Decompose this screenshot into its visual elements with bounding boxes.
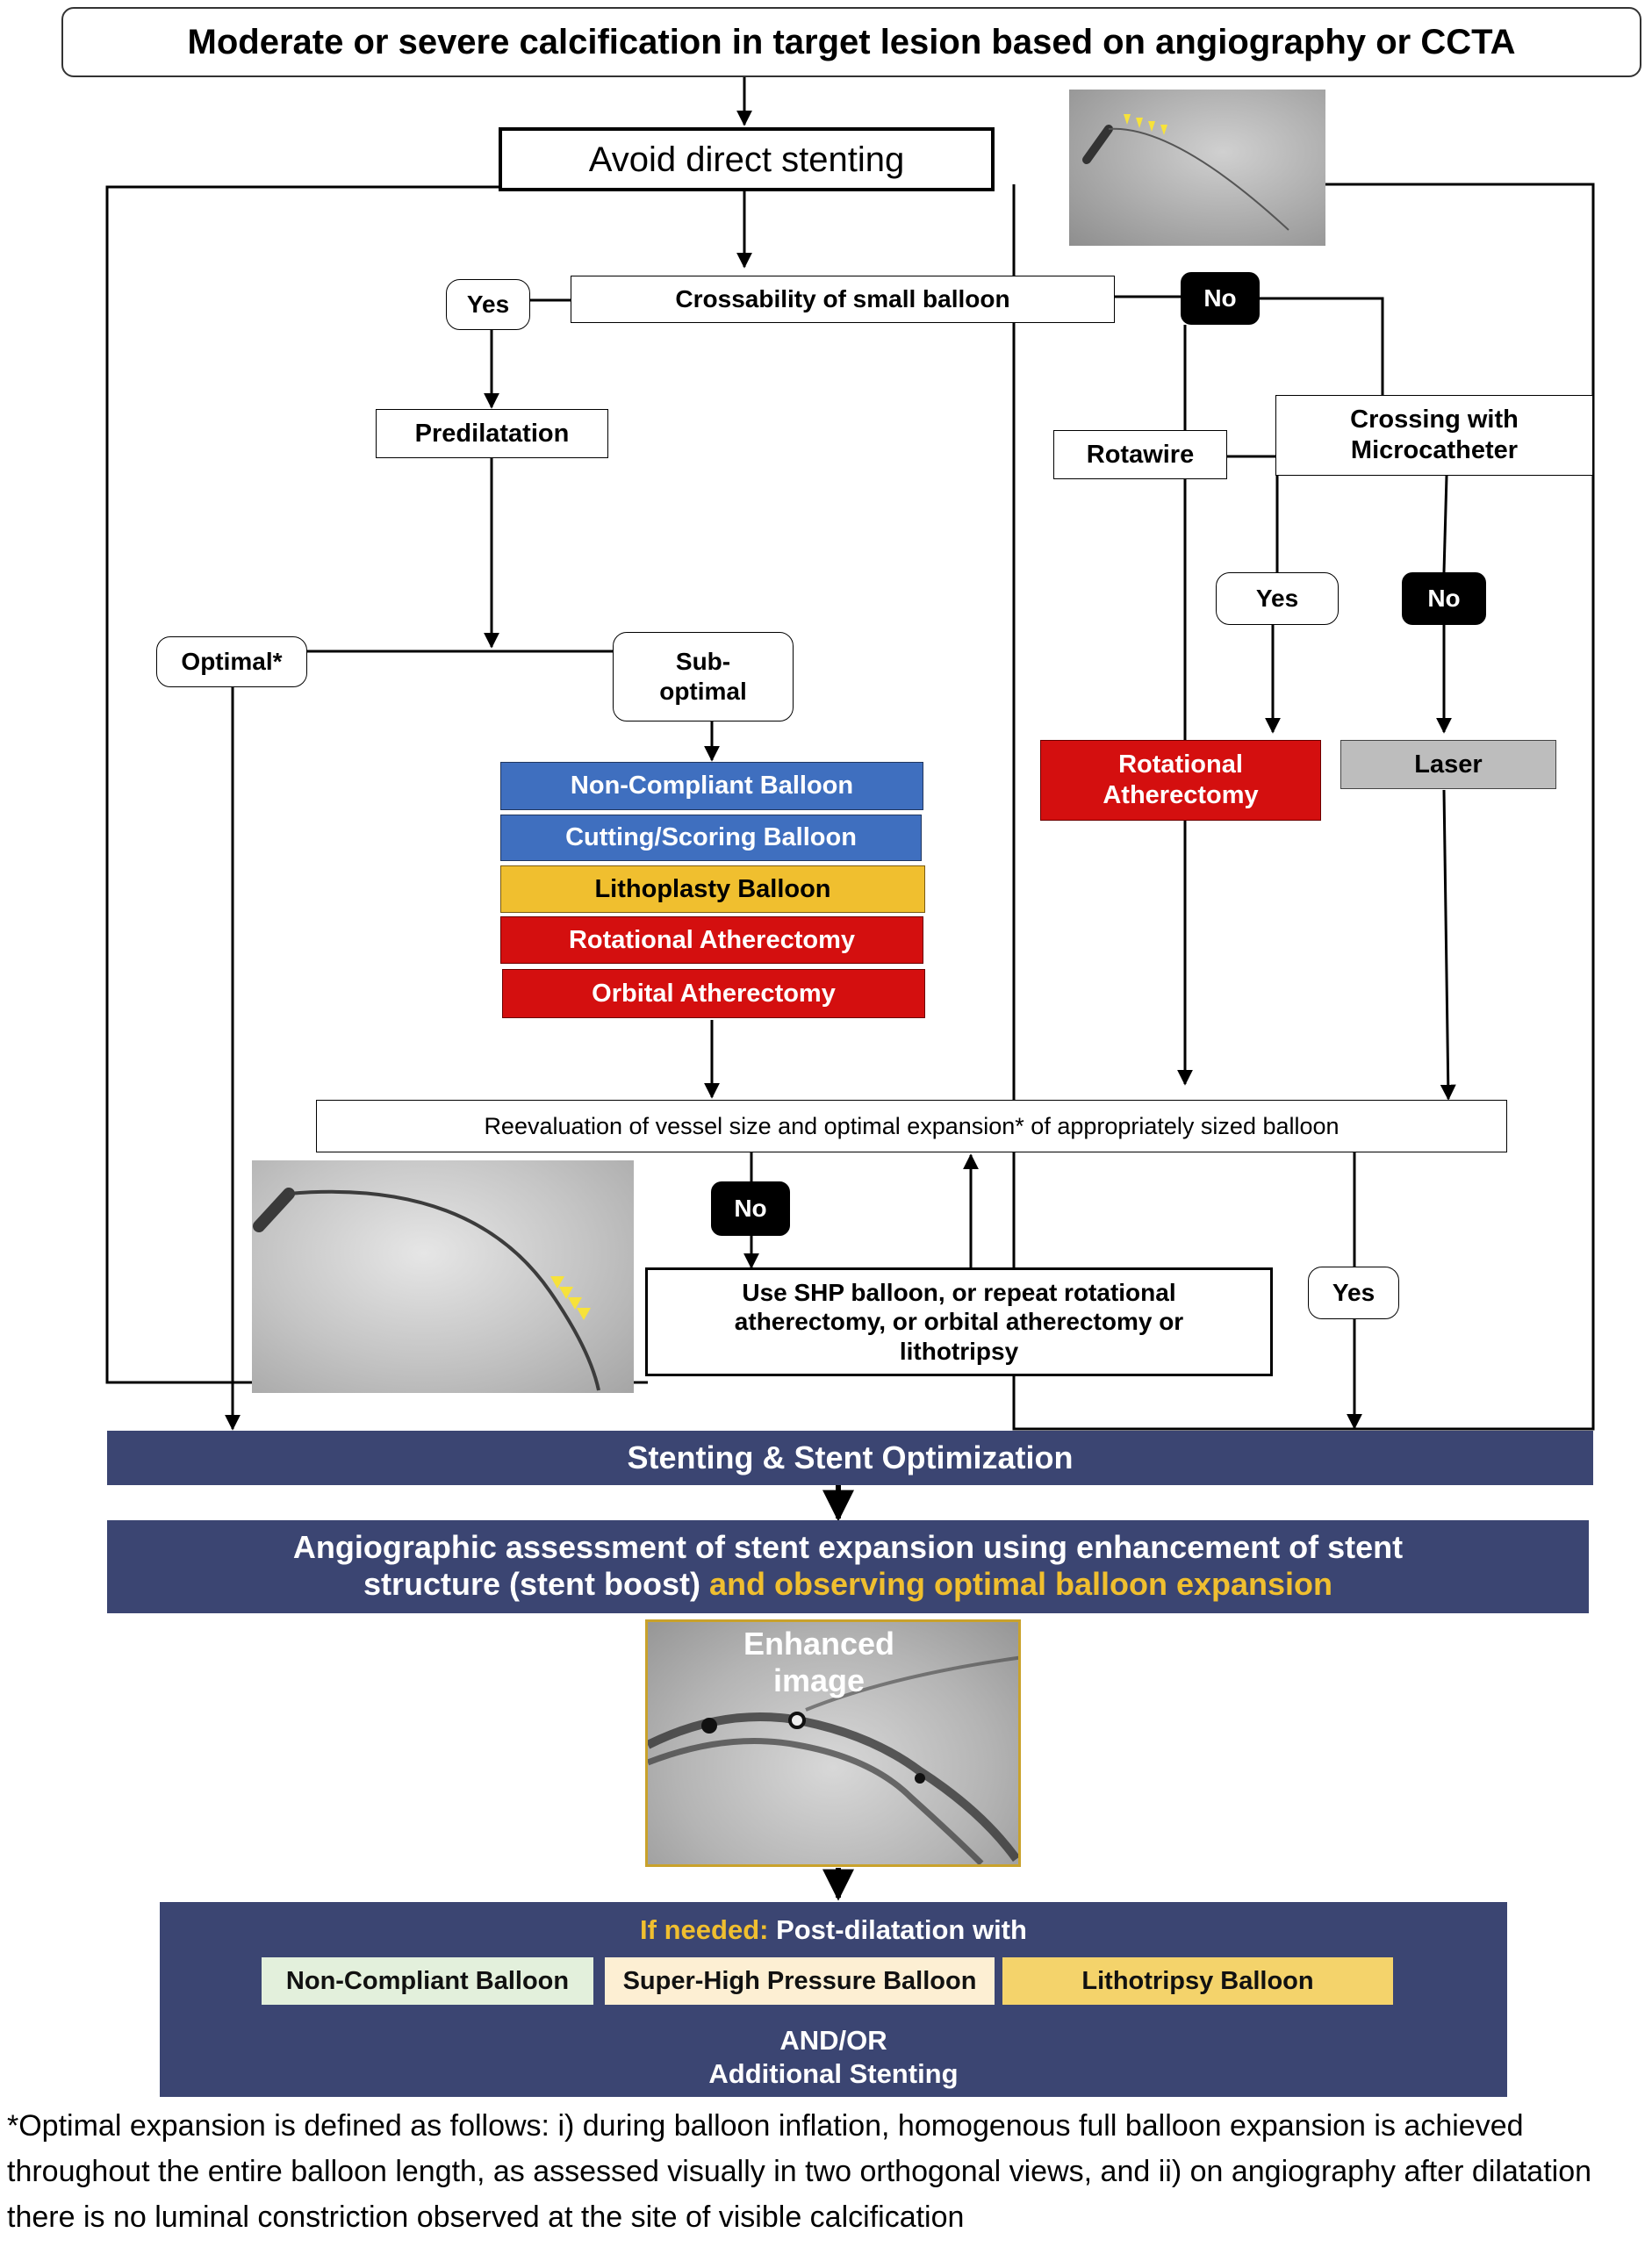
optimal-badge: Optimal* (156, 636, 307, 687)
yes-reeval-text: Yes (1332, 1279, 1375, 1307)
rotawire-text: Rotawire (1086, 440, 1195, 469)
shp-text: Use SHP balloon, or repeat rotational at… (734, 1278, 1184, 1365)
arrowhead-marker-1 (1124, 114, 1131, 125)
marker-dot-center (788, 1712, 806, 1729)
no-right-badge: No (1181, 272, 1260, 325)
option-orbital-text: Orbital Atherectomy (592, 979, 836, 1008)
option-noncompliant-text: Non-Compliant Balloon (570, 772, 854, 800)
left-frame-line (105, 185, 499, 1384)
arrowhead-marker-4 (1160, 125, 1167, 135)
right-frame-line (1012, 183, 1595, 1431)
yes-left-badge: Yes (446, 279, 530, 330)
arrowhead-marker-6 (559, 1287, 573, 1299)
post-andor: AND/OR (779, 2025, 887, 2056)
post-heading-text: Post-dilatation with (768, 1914, 1027, 1945)
optimal-text: Optimal* (181, 648, 283, 676)
arrowhead-marker-3 (1148, 121, 1155, 132)
microcatheter-text: Crossing with Microcatheter (1350, 406, 1519, 464)
angiography-image-top (1069, 90, 1325, 246)
assessment-text: Angiographic assessment of stent expansi… (292, 1529, 1404, 1602)
predilatation-box: Predilatation (376, 409, 608, 458)
stent-strut-upper (648, 1712, 1018, 1862)
enhanced-image: Enhanced image (645, 1619, 1021, 1867)
no-micro-text: No (1427, 585, 1461, 613)
option-rotational-text: Rotational Atherectomy (568, 925, 856, 954)
option-lithoplasty-text: Lithoplasty Balloon (594, 874, 831, 903)
angiography-top-svg (1082, 114, 1289, 231)
marker-dot-right (915, 1773, 925, 1784)
no-micro-badge: No (1402, 572, 1486, 625)
vessel-wire-shape (288, 1189, 600, 1391)
post-heading: If needed: Post-dilatation with (160, 1914, 1507, 1946)
post-noncompliant-text: Non-Compliant Balloon (285, 1966, 570, 1995)
no-right-text: No (1203, 284, 1237, 312)
angiography-image-bottom (252, 1160, 634, 1393)
line-no-to-microcatheter (1260, 297, 1384, 395)
catheter-tip-shape (253, 1188, 295, 1232)
guidewire-shape (1108, 127, 1289, 231)
assessment-bar: Angiographic assessment of stent expansi… (107, 1520, 1589, 1613)
laser-text: Laser (1414, 750, 1483, 779)
marker-dot-left (701, 1718, 717, 1734)
side-branch-wire (805, 1655, 1018, 1712)
rotational-atherectomy-right: Rotational Atherectomy (1040, 740, 1321, 821)
reevaluation-box: Reevaluation of vessel size and optimal … (316, 1100, 1507, 1152)
stenting-bar: Stenting & Stent Optimization (107, 1431, 1593, 1485)
post-lithotripsy-balloon: Lithotripsy Balloon (1002, 1957, 1393, 2005)
post-lithotripsy-text: Lithotripsy Balloon (1081, 1966, 1314, 1995)
post-additional: Additional Stenting (708, 2058, 959, 2089)
suboptimal-text: Sub-optimal (659, 648, 747, 705)
avoid-stenting-text: Avoid direct stenting (588, 140, 905, 179)
title-text: Moderate or severe calcification in targ… (187, 23, 1516, 61)
option-cutting-scoring-balloon: Cutting/Scoring Balloon (500, 815, 922, 861)
reevaluation-text: Reevaluation of vessel size and optimal … (484, 1112, 1340, 1139)
title-box: Moderate or severe calcification in targ… (61, 7, 1641, 77)
post-noncompliant-balloon: Non-Compliant Balloon (262, 1957, 593, 2005)
microcatheter-box: Crossing with Microcatheter (1275, 395, 1593, 476)
suboptimal-badge: Sub-optimal (613, 632, 794, 721)
angiography-bottom-svg (253, 1188, 600, 1391)
if-needed-text: If needed: (640, 1914, 769, 1945)
stenting-text: Stenting & Stent Optimization (627, 1439, 1074, 1475)
no-reeval-text: No (734, 1195, 767, 1223)
line-micro-to-no (1442, 475, 1448, 573)
rotawire-box: Rotawire (1053, 430, 1227, 479)
enhanced-label: Enhanced image (743, 1626, 895, 1698)
catheter-shape (1082, 125, 1113, 164)
stent-strut-lower (648, 1738, 984, 1864)
predilatation-text: Predilatation (414, 419, 570, 448)
assessment-highlight-text: and observing optimal balloon expansion (708, 1566, 1333, 1602)
yes-micro-badge: Yes (1216, 572, 1339, 625)
option-lithoplasty-balloon: Lithoplasty Balloon (500, 865, 925, 913)
arrowhead-marker-5 (550, 1276, 564, 1289)
shp-balloon-box: Use SHP balloon, or repeat rotational at… (645, 1267, 1273, 1376)
yes-left-text: Yes (466, 291, 510, 319)
option-noncompliant-balloon: Non-Compliant Balloon (500, 762, 923, 810)
post-shp-text: Super-High Pressure Balloon (622, 1966, 977, 1995)
option-rotational-atherectomy: Rotational Atherectomy (500, 916, 923, 964)
enhanced-image-svg (648, 1655, 1018, 1864)
laser-box: Laser (1340, 740, 1556, 789)
footnote: *Optimal expansion is defined as follows… (7, 2109, 1592, 2234)
arrow-laser-to-reevaluation (1440, 789, 1456, 1101)
yes-reeval-badge: Yes (1308, 1267, 1399, 1319)
crossability-box: Crossability of small balloon (571, 276, 1115, 323)
yes-micro-text: Yes (1255, 585, 1299, 613)
post-shp-balloon: Super-High Pressure Balloon (605, 1957, 995, 2005)
arrowhead-marker-7 (568, 1297, 582, 1310)
option-orbital-atherectomy: Orbital Atherectomy (502, 969, 925, 1018)
rotational-right-text: Rotational Atherectomy (1103, 750, 1259, 809)
arrowhead-marker-2 (1136, 118, 1143, 128)
avoid-stenting-box: Avoid direct stenting (499, 127, 995, 191)
crossability-text: Crossability of small balloon (675, 285, 1010, 313)
option-cutting-text: Cutting/Scoring Balloon (565, 823, 857, 852)
no-reeval-badge: No (711, 1181, 790, 1236)
arrowhead-marker-8 (577, 1308, 591, 1320)
